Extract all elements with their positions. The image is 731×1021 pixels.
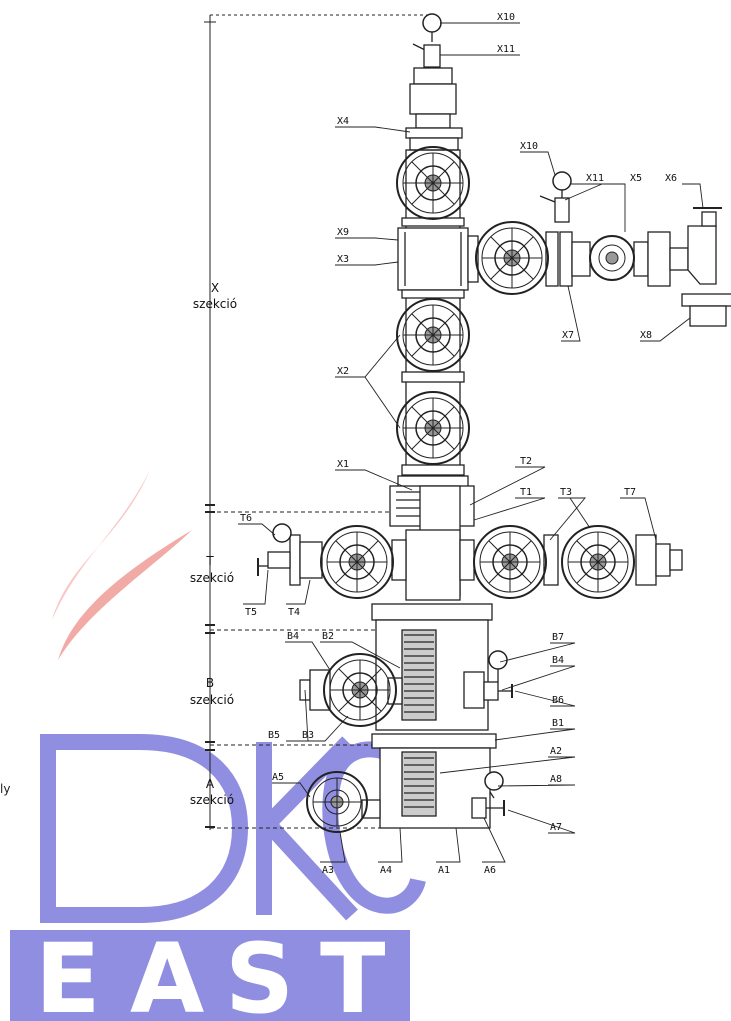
section-a-word: szekció [190,793,234,807]
valve-wheel-icon [589,235,635,281]
pressure-gauge-icon [488,650,508,670]
pressure-gauge-icon [552,171,572,191]
valve-wheel-icon [396,298,470,372]
valve-wheel-icon [306,771,368,833]
logo-letter-e: E [35,923,101,1021]
label-b1: B1 [552,718,564,729]
logo-letter-a: A [130,923,204,1021]
label-t7: T7 [624,487,636,498]
label-x10: X10 [497,12,515,23]
wing-x [467,190,731,327]
label-x6: X6 [665,173,677,184]
label-x3: X3 [337,254,349,265]
valve-wheel-icon [396,391,470,465]
label-a5: A5 [272,772,284,783]
label-a6: A6 [484,865,496,876]
label-b2: B2 [322,631,334,642]
pressure-gauge-icon [272,523,292,543]
label-x10-wing: X10 [520,141,538,152]
section-x-word: szekció [193,297,237,311]
label-a3: A3 [322,865,334,876]
label-b5: B5 [268,730,280,741]
valve-wheel-icon [561,525,635,599]
label-x7: X7 [562,330,574,341]
section-a-letter: A [206,777,215,791]
leader-lines [238,22,704,863]
label-b4: B4 [287,631,299,642]
valve-wheel-icon [473,525,547,599]
logo-east-bar [10,930,410,1021]
label-a4: A4 [380,865,392,876]
label-t1: T1 [520,487,532,498]
valve-wheel-icon [320,525,394,599]
section-x-letter: X [211,281,219,295]
label-x2: X2 [337,366,349,377]
label-b3: B3 [302,730,314,741]
label-t3: T3 [560,487,572,498]
label-x11: X11 [497,44,515,55]
label-b6: B6 [552,695,564,706]
label-x4: X4 [337,116,349,127]
label-t6: T6 [240,513,252,524]
label-t5: T5 [245,607,257,618]
section-t-letter: T [205,554,214,568]
pressure-gauge-icon [422,13,442,33]
label-t4: T4 [288,607,300,618]
label-x11-wing: X11 [586,173,604,184]
label-x5: X5 [630,173,642,184]
valve-wheel-icon [323,653,397,727]
section-t-word: szekció [190,571,234,585]
logo-flame [52,470,192,660]
label-x8: X8 [640,330,652,341]
label-a8: A8 [550,774,562,785]
pressure-gauge-icon [484,771,504,791]
label-b7: B7 [552,632,564,643]
logo-letter-t: T [320,923,385,1021]
valve-wheel-icon [475,221,549,295]
label-b4-right: B4 [552,655,564,666]
label-a1: A1 [438,865,450,876]
label-x1: X1 [337,459,349,470]
logo-letter-s: S [225,923,294,1021]
wellhead-stack [371,32,497,829]
label-a2: A2 [550,746,562,757]
label-x9: X9 [337,227,349,238]
valve-wheel-icon [396,146,470,220]
label-a7: A7 [550,822,562,833]
section-b-letter: B [206,676,214,690]
section-b-word: szekció [190,693,234,707]
label-t2: T2 [520,456,532,467]
left-text-fragment: ly [0,782,11,796]
